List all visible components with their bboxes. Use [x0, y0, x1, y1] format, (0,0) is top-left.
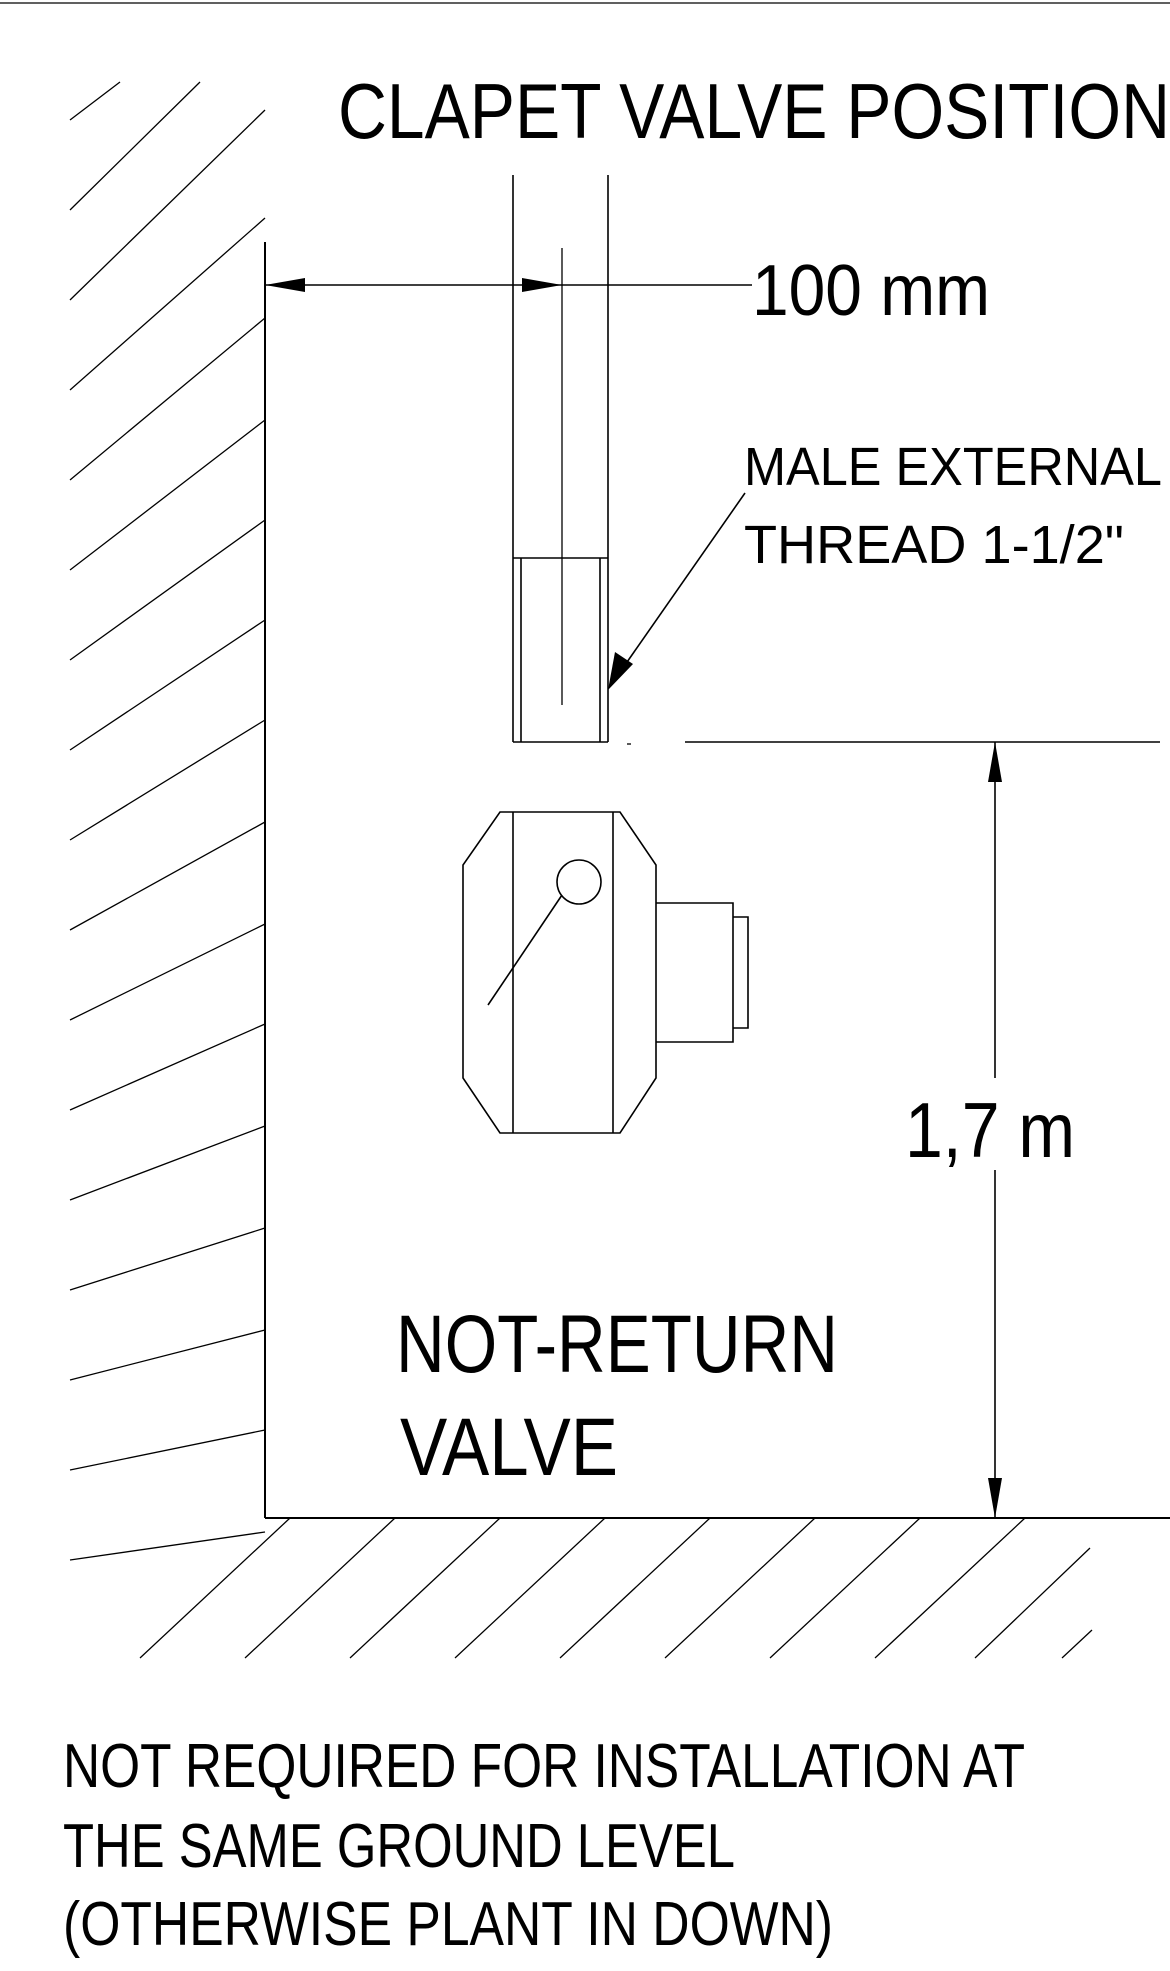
callout-line-1: MALE EXTERNAL	[744, 437, 1162, 497]
dimension-vertical	[988, 742, 1002, 1518]
pipe	[512, 175, 609, 743]
valve-label-line-2: VALVE	[400, 1402, 618, 1493]
callout-arrowhead	[608, 652, 633, 690]
drawing-title: CLAPET VALVE POSITION	[338, 67, 1170, 155]
dimension-horizontal-label: 100 mm	[752, 251, 990, 331]
footnote-line-3: (OTHERWISE PLANT IN DOWN)	[63, 1890, 833, 1959]
dimension-arrowhead-left	[265, 278, 305, 292]
dimension-arrowhead-right	[522, 278, 562, 292]
left-wall-hatching	[69, 81, 266, 1561]
dimension-vertical-label: 1,7 m	[905, 1086, 1075, 1174]
male-thread-section	[513, 557, 608, 742]
dimension-horizontal	[265, 278, 752, 292]
callout-line-2: THREAD 1-1/2"	[744, 515, 1124, 575]
valve-label-line-1: NOT-RETURN	[396, 1299, 838, 1390]
footnote-line-2: THE SAME GROUND LEVEL	[63, 1812, 735, 1881]
footnote-line-1: NOT REQUIRED FOR INSTALLATION AT	[63, 1732, 1025, 1801]
vertical-arrowhead-bottom	[988, 1478, 1002, 1518]
vertical-arrowhead-top	[988, 742, 1002, 782]
not-return-valve	[462, 811, 749, 1134]
floor-hatching	[139, 1517, 1093, 1659]
valve-indicator-circle	[556, 859, 602, 905]
callout-leader	[608, 492, 746, 690]
